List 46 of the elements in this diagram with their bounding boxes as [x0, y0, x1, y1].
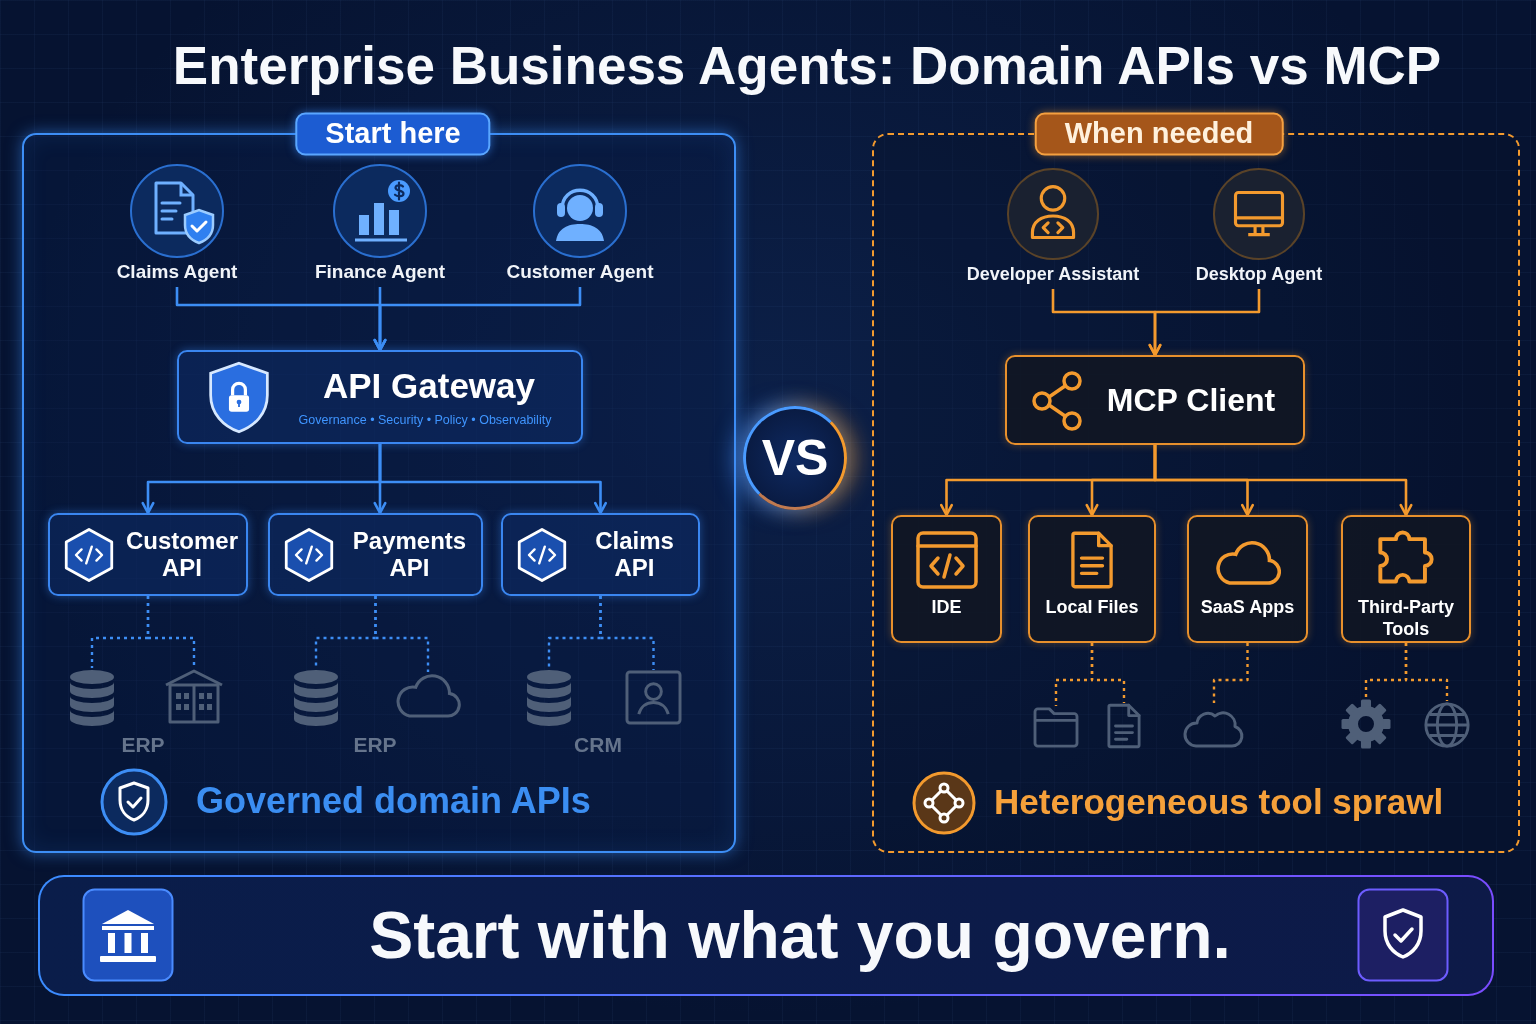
- versus-label: VS: [761, 429, 829, 487]
- tool-box: [1187, 515, 1308, 643]
- api-box: [501, 513, 700, 596]
- agent-label: Desktop Agent: [1195, 263, 1323, 285]
- arrow: [373, 287, 582, 352]
- agent-label: Claims Agent: [116, 261, 238, 283]
- tool-name: Third-Party Tools: [1357, 597, 1455, 641]
- client-box: [1005, 355, 1305, 445]
- gateway-title: API Gateway: [323, 366, 535, 406]
- dotted-connector: [146, 596, 196, 668]
- dotted-connector: [599, 596, 655, 670]
- section-heading: When needed: [1034, 112, 1284, 156]
- tool-name: SaaS Apps: [1200, 597, 1295, 619]
- gateway-box: [177, 350, 583, 444]
- tool-box: [1028, 515, 1156, 643]
- banner-text: Start with what you govern.: [369, 897, 1231, 973]
- panel-caption: Heterogeneous tool sprawl: [994, 782, 1444, 822]
- arrow: [378, 444, 608, 515]
- system-label: ERP: [121, 733, 165, 757]
- api-name: Customer API: [125, 526, 239, 583]
- arrow: [1153, 445, 1413, 517]
- api-box: [268, 513, 483, 596]
- tool-box: [891, 515, 1002, 643]
- agent-label: Developer Assistant: [966, 263, 1140, 285]
- arrow: [1148, 289, 1261, 357]
- dotted-connector: [1404, 643, 1449, 701]
- dotted-connector: [374, 596, 430, 672]
- api-name: Payments API: [351, 526, 468, 583]
- banner: [38, 875, 1494, 996]
- gateway-subtitle: Governance • Security • Policy • Observability: [298, 413, 552, 427]
- section-heading: Start here: [295, 112, 491, 156]
- client-title: MCP Client: [1106, 381, 1276, 419]
- tool-name: IDE: [931, 597, 962, 619]
- dotted-connector: [1090, 643, 1126, 703]
- api-name: Claims API: [594, 526, 675, 583]
- tool-box: [1341, 515, 1471, 643]
- system-label: ERP: [353, 733, 397, 757]
- api-box: [48, 513, 248, 596]
- tool-name: Local Files: [1045, 597, 1139, 619]
- versus-circle: [743, 406, 847, 510]
- dotted-connector: [1212, 643, 1249, 703]
- system-label: CRM: [574, 733, 622, 757]
- agent-label: Customer Agent: [506, 261, 654, 283]
- panel-caption: Governed domain APIs: [196, 780, 591, 822]
- title: Enterprise Business Agents: Domain APIs vs MCP: [172, 34, 1442, 96]
- agent-label: Finance Agent: [314, 261, 446, 283]
